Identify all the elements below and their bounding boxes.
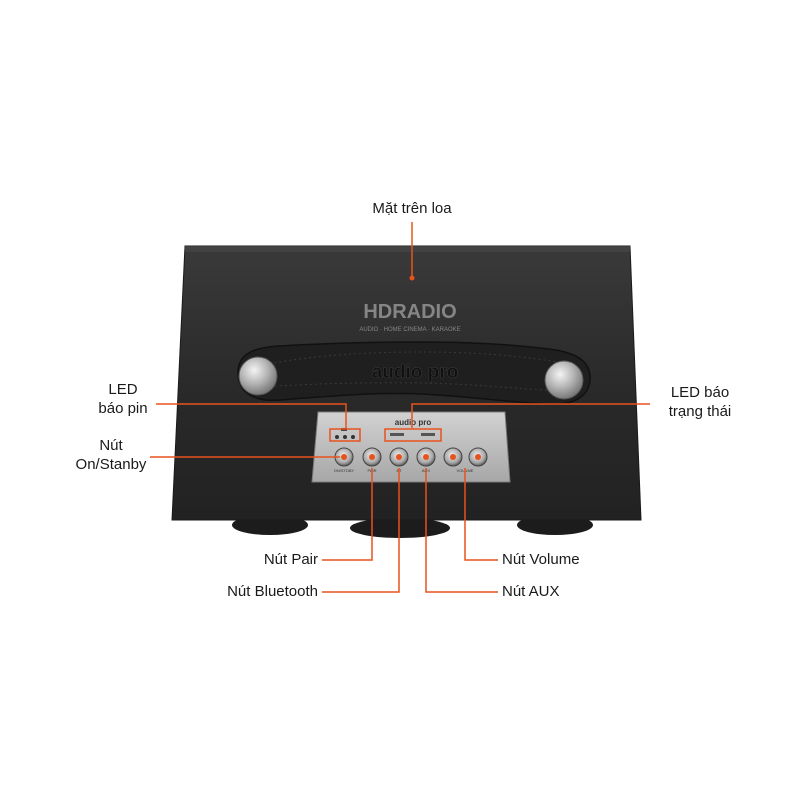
- label-bluetooth-button: Nút Bluetooth: [227, 583, 318, 600]
- handle-knob-right: [544, 360, 584, 400]
- label-top-face: Mặt trên loa: [372, 200, 452, 217]
- label-power-button-line2: On/Stanby: [75, 456, 147, 473]
- panel-logo: audio pro: [395, 418, 432, 427]
- label-volume-button: Nút Volume: [502, 551, 580, 568]
- label-led-battery-line1: LED: [108, 381, 138, 398]
- watermark-brand: HDRADIO: [363, 301, 456, 323]
- watermark-tagline: AUDIO · HOME CINEMA · KARAOKE: [359, 327, 460, 333]
- watermark: HDRADIO AUDIO · HOME CINEMA · KARAOKE: [359, 301, 460, 333]
- label-power-button: Nút On/Stanby: [68, 436, 154, 474]
- handle-logo: audio pro: [372, 362, 459, 383]
- handle-knob-left: [238, 356, 278, 396]
- label-led-status-line2: trạng thái: [668, 403, 732, 420]
- label-led-status-line1: LED báo: [670, 384, 730, 401]
- label-power-button-line1: Nút: [99, 437, 123, 454]
- control-panel: audio pro ON/STDBY PAIR BT AUX: [311, 411, 511, 483]
- callout-dots: [341, 275, 481, 460]
- button-caption: ON/STDBY: [334, 468, 355, 473]
- handle-strap: audio pro: [237, 341, 591, 405]
- label-led-battery: LED báo pin: [88, 380, 158, 418]
- callout-lines: [150, 222, 650, 593]
- label-aux-button: Nút AUX: [502, 583, 560, 600]
- label-led-battery-line2: báo pin: [98, 400, 148, 417]
- label-pair-button: Nút Pair: [263, 551, 318, 568]
- label-led-status: LED báo trạng thái: [652, 383, 748, 421]
